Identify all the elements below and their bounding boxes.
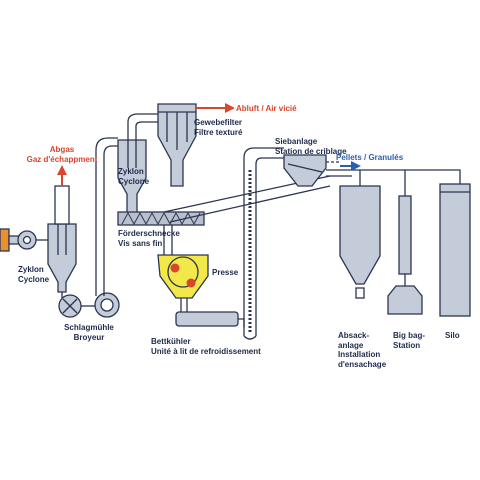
bucket-elevator — [243, 147, 284, 340]
bed-cooler — [175, 311, 245, 327]
screening-label-fr: Station de criblage — [275, 146, 347, 156]
bed-cooler-label: Bettkühler Unité à lit de refroidissemen… — [151, 337, 261, 356]
cyclone-left — [47, 185, 77, 293]
cyclone-left-label-fr: Cyclone — [18, 274, 50, 284]
screening-label: Siebanlage Station de criblage — [275, 137, 347, 156]
pellets-label: Pellets / Granulés — [336, 153, 404, 162]
screw-conveyor-label-de: Förderschnecke — [118, 229, 180, 238]
hammer-mill-label: Schlagmühle Broyeur — [44, 323, 134, 342]
cyclone-top-label: Zyklon Cyclone — [118, 167, 149, 186]
fabric-filter — [157, 103, 197, 187]
cyclone-top-label-de: Zyklon — [118, 167, 144, 176]
hammer-mill — [58, 292, 82, 318]
exhaust-label: Abgas Gaz d'échappment — [15, 145, 109, 164]
fabric-filter-label-fr: Filtre texturé — [194, 127, 243, 137]
fabric-filter-label: Gewebefilter Filtre texturé — [194, 118, 242, 137]
cyclone-left-label-de: Zyklon — [18, 265, 44, 274]
screw-conveyor-label-fr: Vis sans fin — [118, 238, 163, 248]
bed-cooler-label-de: Bettkühler — [151, 337, 191, 346]
screening-label-de: Siebanlage — [275, 137, 318, 146]
press-label: Presse — [212, 268, 239, 277]
silo — [439, 183, 471, 317]
bagging-label-2: anlage — [338, 340, 364, 350]
screening-station — [283, 154, 340, 187]
bagging-label-1: Absack- — [338, 331, 370, 340]
cyclone-top-label-fr: Cyclone — [118, 176, 150, 186]
big-bag-label: Big bag- Station — [393, 331, 425, 350]
bagging-label-3: Installation — [338, 350, 381, 359]
bagging-label: Absack- anlage Installation d'ensachage — [338, 331, 386, 369]
cyclone-top — [117, 113, 160, 215]
screw-conveyor — [117, 211, 205, 226]
pellet-press — [157, 225, 209, 312]
exhaust-label-fr: Gaz d'échappment — [26, 154, 98, 164]
bagging-hopper — [339, 185, 381, 299]
fabric-filter-label-de: Gewebefilter — [194, 118, 243, 127]
fan — [94, 292, 120, 318]
big-bag-label-2: Station — [393, 340, 421, 350]
big-bag-label-1: Big bag- — [393, 331, 425, 340]
exhaust-label-de: Abgas — [49, 145, 75, 154]
cyclone-left-label: Zyklon Cyclone — [18, 265, 49, 284]
bed-cooler-label-fr: Unité à lit de refroidissement — [151, 346, 261, 356]
hammer-mill-label-de: Schlagmühle — [64, 323, 114, 332]
big-bag-station — [387, 195, 423, 315]
motor-icon — [0, 228, 48, 252]
bagging-label-4: d'ensachage — [338, 359, 387, 369]
silo-label: Silo — [445, 331, 460, 340]
hammer-mill-label-fr: Broyeur — [73, 332, 105, 342]
screw-conveyor-label: Förderschnecke Vis sans fin — [118, 229, 180, 248]
exhaust-air-label: Abluft / Air vicié — [236, 104, 297, 113]
